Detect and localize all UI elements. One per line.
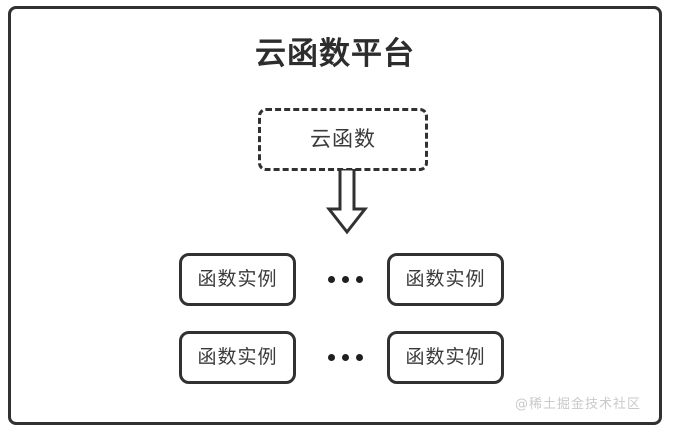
instance-row: 函数实例 函数实例	[11, 331, 659, 384]
ellipsis-dot	[356, 276, 363, 283]
ellipsis-icon	[304, 253, 387, 306]
instance-row: 函数实例 函数实例	[11, 253, 659, 306]
function-instance-box: 函数实例	[387, 331, 504, 384]
watermark: @稀土掘金技术社区	[514, 397, 641, 412]
ellipsis-dot	[328, 354, 335, 361]
function-instance-box: 函数实例	[387, 253, 504, 306]
ellipsis-dot	[342, 276, 349, 283]
function-instance-box: 函数实例	[179, 253, 296, 306]
ellipsis-icon	[304, 331, 387, 384]
function-instance-label: 函数实例	[405, 268, 486, 290]
ellipsis-dot	[342, 354, 349, 361]
platform-title: 云函数平台	[255, 36, 415, 72]
ellipsis-dot	[328, 276, 335, 283]
cloud-function-label: 云函数	[310, 127, 376, 151]
down-arrow-icon	[325, 167, 369, 235]
cloud-function-node: 云函数	[258, 108, 428, 171]
ellipsis-dot	[356, 354, 363, 361]
function-instance-label: 函数实例	[405, 346, 486, 368]
function-instance-label: 函数实例	[197, 268, 278, 290]
function-instance-label: 函数实例	[197, 346, 278, 368]
cloud-function-platform-container: 云函数平台 云函数 函数实例 函数实例 函数实例 函数实例	[8, 6, 662, 425]
function-instance-box: 函数实例	[179, 331, 296, 384]
